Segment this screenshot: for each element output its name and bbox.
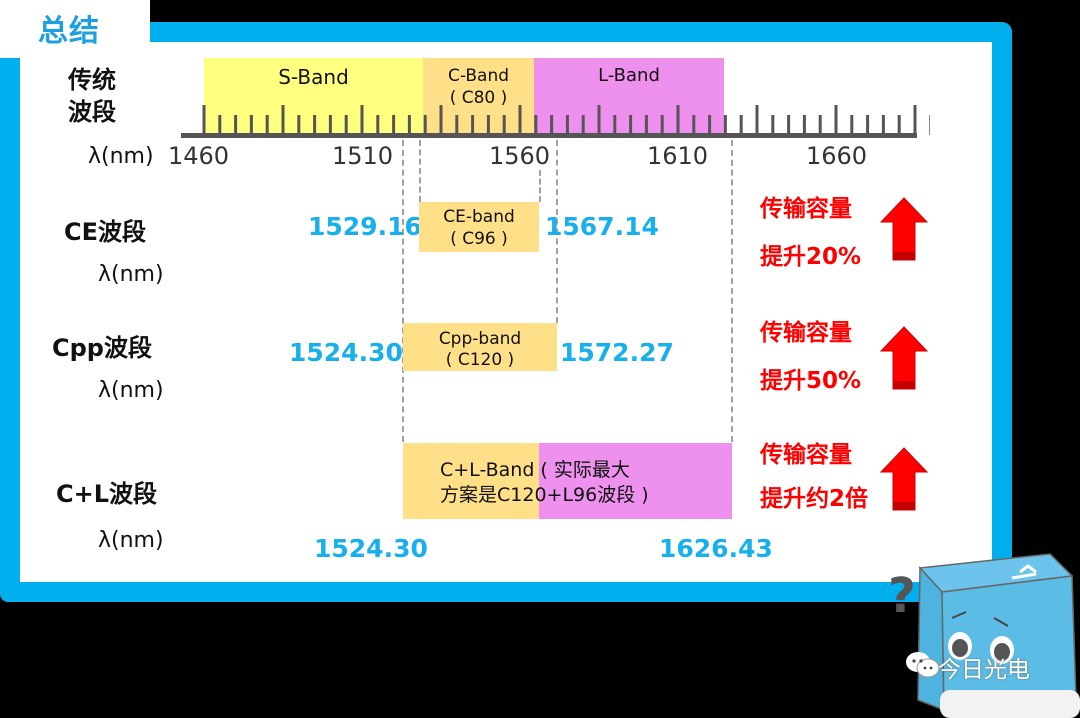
l-band-label: L-Band bbox=[598, 65, 660, 86]
arrow-up-icon bbox=[879, 197, 929, 261]
guide-line-1567 bbox=[539, 170, 541, 202]
arrow-up-icon bbox=[879, 447, 929, 511]
c-band-label: C-Band bbox=[447, 66, 510, 86]
traditional-label-line1: 传统 bbox=[68, 66, 116, 94]
cpp-end-value: 1572.27 bbox=[560, 338, 674, 367]
wechat-icon bbox=[906, 652, 940, 678]
cl-capacity-line2: 提升约2倍 bbox=[760, 486, 869, 512]
ce-band-sub: ( C96 ) bbox=[450, 229, 508, 249]
guide-line-1626 bbox=[731, 140, 733, 442]
cl-start-value: 1524.30 bbox=[314, 534, 428, 563]
page-title: 总结 bbox=[38, 14, 100, 49]
watermark-text: 今日光电 bbox=[938, 657, 1030, 683]
tick-1510: 1510 bbox=[332, 142, 394, 170]
cl-band-label: C+L-Band ( 实际最大 bbox=[440, 459, 630, 481]
ce-start-value: 1529.16 bbox=[308, 212, 422, 241]
cl-row-unit: λ(nm) bbox=[98, 528, 164, 553]
wavelength-ruler bbox=[181, 105, 930, 138]
ce-band-label: CE-band bbox=[443, 207, 515, 227]
s-band-label: S-Band bbox=[278, 65, 349, 89]
guide-line-1529 bbox=[419, 140, 421, 202]
ce-row-unit: λ(nm) bbox=[98, 262, 164, 287]
cpp-band-block bbox=[403, 323, 557, 371]
ce-band-block bbox=[419, 202, 539, 252]
cl-row-label: C+L波段 bbox=[56, 480, 158, 508]
tick-1610: 1610 bbox=[647, 142, 709, 170]
guide-line-1572 bbox=[556, 140, 558, 323]
ce-capacity-line1: 传输容量 bbox=[760, 196, 852, 222]
cl-c-part-block bbox=[403, 443, 539, 519]
c-band-sub: ( C80 ) bbox=[449, 88, 508, 108]
cpp-row-label: Cpp波段 bbox=[52, 334, 152, 362]
guide-line-1524 bbox=[402, 140, 404, 442]
cl-capacity-line1: 传输容量 bbox=[760, 442, 852, 468]
cube-mascot-icon: ? bbox=[888, 553, 1080, 718]
cpp-row-unit: λ(nm) bbox=[98, 378, 164, 403]
ce-row-label: CE波段 bbox=[64, 218, 147, 246]
tick-1560: 1560 bbox=[489, 142, 551, 170]
cpp-band-sub: ( C120 ) bbox=[445, 350, 515, 370]
svg-text:?: ? bbox=[888, 568, 916, 624]
cpp-capacity-line2: 提升50% bbox=[760, 368, 862, 394]
tick-1660: 1660 bbox=[806, 142, 868, 170]
cpp-band-label: Cpp-band bbox=[438, 329, 522, 349]
cl-l-part-block bbox=[539, 443, 732, 519]
ce-capacity-line2: 提升20% bbox=[760, 244, 862, 270]
cl-band-sub: 方案是C120+L96波段 ) bbox=[440, 484, 649, 506]
cl-end-value: 1626.43 bbox=[659, 534, 773, 563]
tick-1460: 1460 bbox=[168, 142, 230, 170]
traditional-label-line2: 波段 bbox=[68, 98, 116, 126]
cpp-start-value: 1524.30 bbox=[289, 338, 403, 367]
cpp-capacity-line1: 传输容量 bbox=[760, 320, 852, 346]
ce-end-value: 1567.14 bbox=[545, 212, 659, 241]
arrow-up-icon bbox=[879, 326, 929, 390]
axis-unit-label: λ(nm) bbox=[88, 144, 154, 169]
